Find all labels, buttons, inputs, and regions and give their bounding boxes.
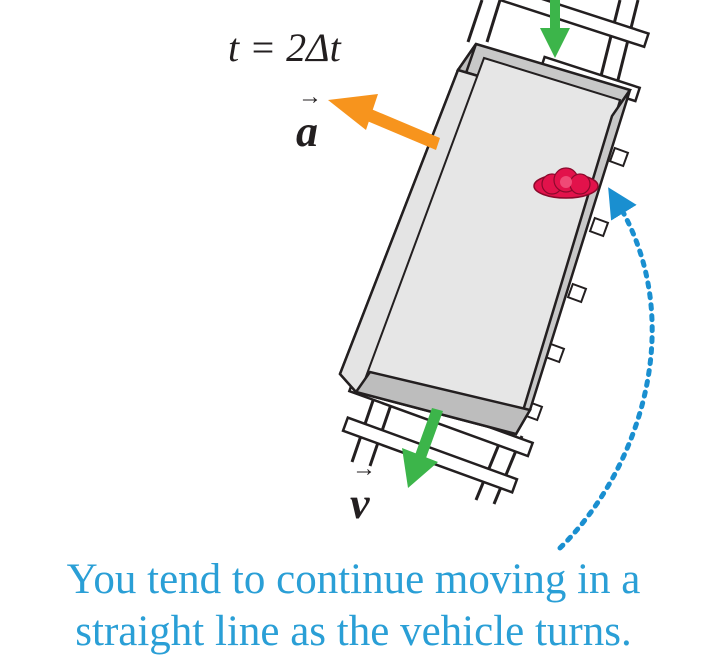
velocity-label: v (350, 456, 375, 529)
time-label: t = 2Δt (228, 25, 341, 70)
acceleration-symbol: a (296, 84, 322, 157)
passenger (533, 167, 599, 199)
velocity-arrow-bottom (402, 408, 443, 488)
dotted-path-arrow (557, 187, 655, 551)
caption: You tend to continue moving in a straigh… (0, 554, 707, 658)
velocity-arrow-top (540, 0, 570, 58)
caption-line-1: You tend to continue moving in a (66, 556, 641, 603)
acceleration-label: a (296, 84, 322, 157)
velocity-symbol: v (350, 456, 375, 529)
caption-line-2: straight line as the vehicle turns. (75, 608, 632, 655)
acceleration-arrow (328, 94, 440, 150)
side-ties (522, 146, 630, 422)
vehicle (338, 42, 633, 436)
